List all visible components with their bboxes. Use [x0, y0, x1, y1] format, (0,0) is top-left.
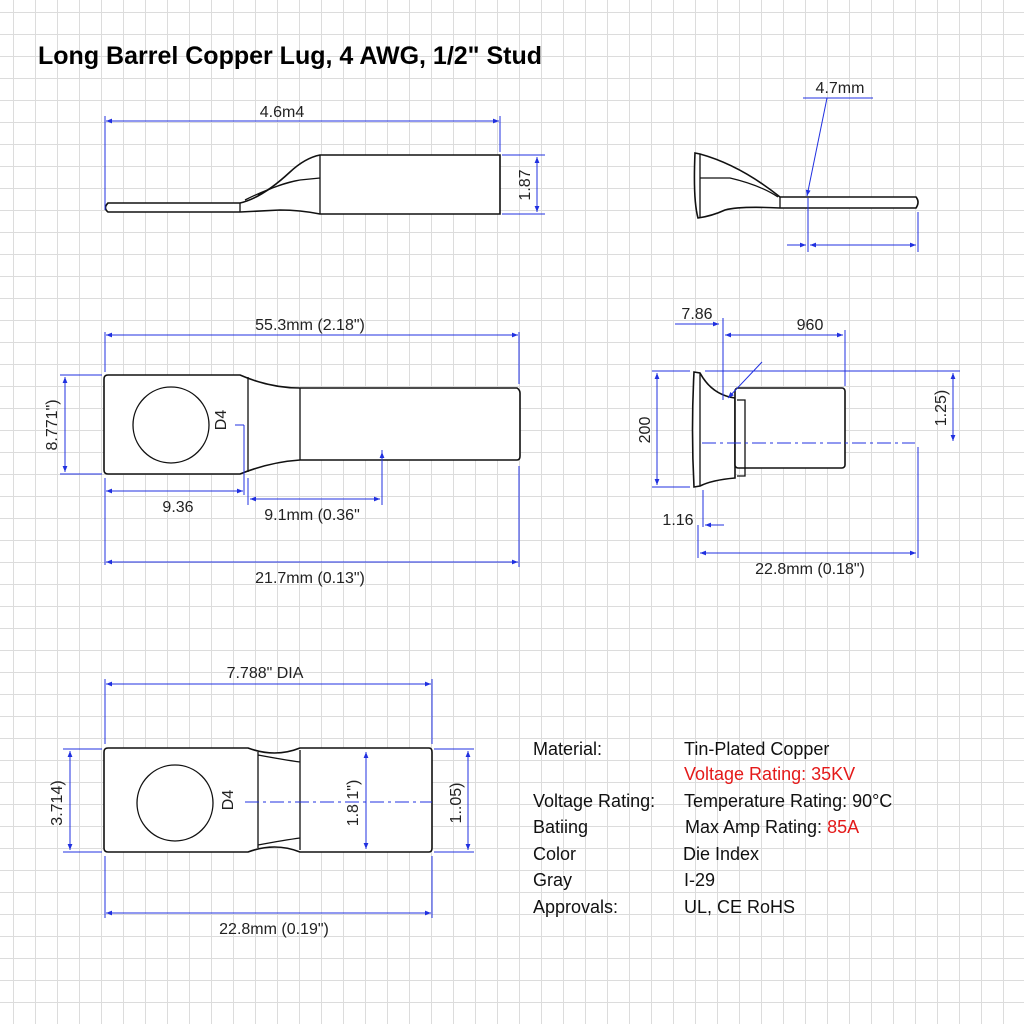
spec-value: I-29	[684, 870, 715, 890]
side-length-dim: 4.6m4	[260, 104, 305, 121]
spec-value-highlight: 85A	[827, 817, 859, 837]
top-hole-offset-dim: 9.36	[162, 499, 193, 516]
top-view: D4 55.3mm (2.18") 8.771") 9.36 9.1mm (0.…	[44, 317, 521, 587]
end-view: 7.86 960 200 1.25) 1.16 22.8mm (0.18")	[637, 306, 960, 578]
end-height-dim: 200	[637, 417, 654, 444]
bottom-inner-dim: 1.8 1")	[345, 780, 362, 827]
top-width-dim: 8.771")	[44, 399, 61, 450]
spec-label: Material:	[533, 739, 602, 759]
spec-value: UL, CE RoHS	[684, 897, 795, 917]
end-lip-dim: 1.16	[662, 512, 693, 529]
bottom-width-dim: 3.714)	[49, 780, 66, 825]
top-overall-dim: 55.3mm (2.18")	[255, 317, 365, 334]
top-neck-dim: 9.1mm (0.36"	[264, 507, 360, 524]
spec-label: Color	[533, 844, 576, 864]
spec-value-highlight: Voltage Rating: 35KV	[684, 764, 855, 784]
side-height-dim: 1.87	[517, 169, 534, 200]
stud-hole	[136, 764, 214, 842]
spec-label: Voltage Rating:	[533, 791, 655, 811]
bottom-marking: D4	[220, 790, 237, 811]
spec-label: Approvals:	[533, 897, 618, 917]
end-side-view: 4.7mm	[693, 80, 919, 252]
drawing-title: Long Barrel Copper Lug, 4 AWG, 1/2" Stud	[38, 42, 542, 70]
end-length-dim: 22.8mm (0.18")	[755, 561, 865, 578]
stud-hole	[132, 386, 210, 464]
end-radius-dim: 1.25)	[933, 390, 950, 426]
bottom-length-dim: 22.8mm (0.19")	[219, 921, 329, 938]
specs-table: Material: Tin-Plated Copper Voltage Rati…	[533, 739, 892, 917]
spec-label: Batiing	[533, 817, 588, 837]
spec-value: Die Index	[683, 844, 759, 864]
bottom-dia-dim: 7.788" DIA	[227, 665, 304, 682]
end-barrel-dim: 960	[797, 317, 824, 334]
bottom-outer-dim: 1..05)	[448, 783, 465, 824]
spec-value: Tin-Plated Copper	[684, 739, 829, 759]
top-marking: D4	[213, 410, 230, 431]
bottom-view: D4 7.788" DIA 3.714) 1.8 1") 1..05) 22.8…	[49, 665, 474, 938]
end-side-tab-dim: 4.7mm	[816, 80, 865, 97]
spec-value-prefix: Max Amp Rating:	[685, 817, 827, 837]
spec-value: Max Amp Rating: 85A	[685, 817, 859, 837]
spec-value: Temperature Rating: 90°C	[684, 791, 892, 811]
spec-label: Gray	[533, 870, 572, 890]
side-view: 4.6m4 1.87	[104, 104, 545, 215]
top-total-dim: 21.7mm (0.13")	[255, 570, 365, 587]
end-flare-dim: 7.86	[681, 306, 712, 323]
